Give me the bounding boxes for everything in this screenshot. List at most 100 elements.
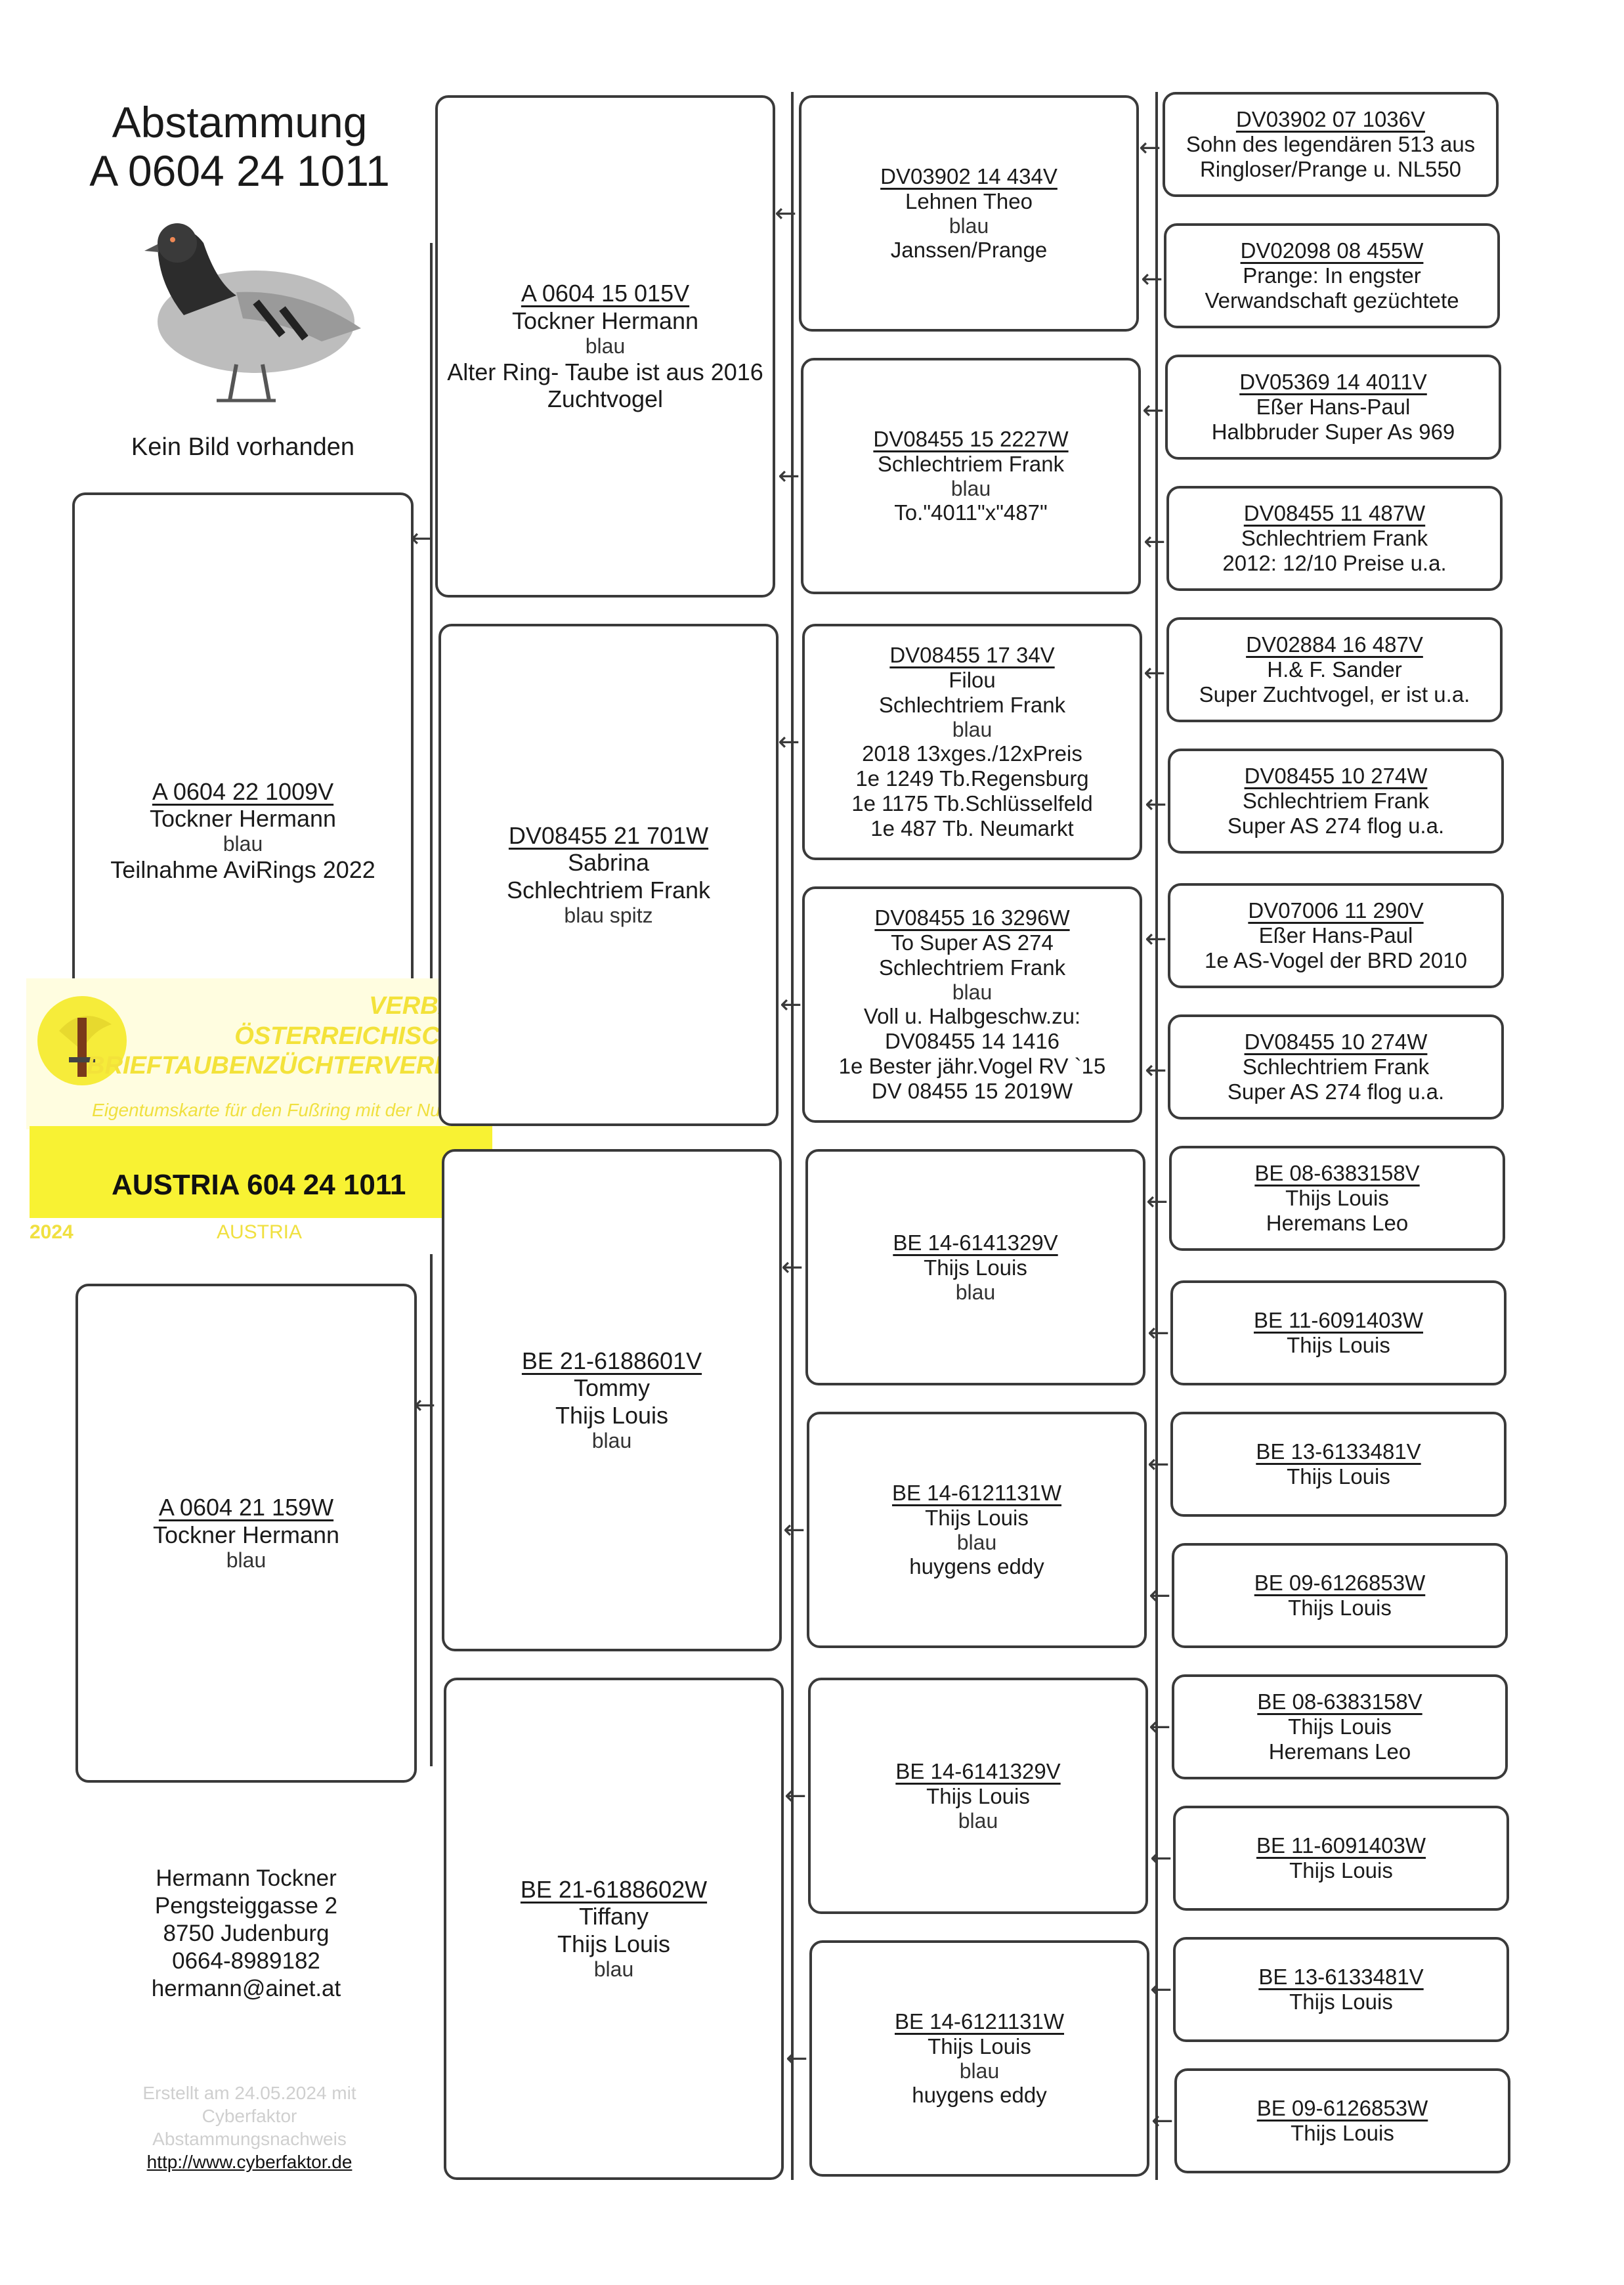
- grandparent-card[interactable]: BE 14-6141329V Thijs Louis blau: [808, 1678, 1148, 1914]
- arrow-left-icon: ←: [1146, 1186, 1168, 1217]
- owner-name: Schlechtriem Frank: [506, 876, 711, 903]
- arrow-left-icon: ←: [1141, 264, 1163, 294]
- parent-card[interactable]: BE 21-6188601V Tommy Thijs Louis blau: [442, 1149, 782, 1651]
- arrow-left-icon: ←: [784, 1781, 807, 1811]
- ancestor-card[interactable]: DV08455 10 274W Schlechtriem Frank Super…: [1168, 1014, 1504, 1120]
- plumage-color: blau: [585, 334, 626, 359]
- note: Thijs Louis: [1285, 1186, 1389, 1211]
- ancestor-card[interactable]: DV05369 14 4011V Eßer Hans-Paul Halbbrud…: [1165, 355, 1501, 460]
- card-ring-number: AUSTRIA 604 24 1011: [112, 1169, 406, 1201]
- arrow-left-icon: ←: [1151, 2106, 1174, 2136]
- parent-card[interactable]: BE 21-6188602W Tiffany Thijs Louis blau: [444, 1678, 784, 2180]
- note: Prange: In engster: [1243, 263, 1421, 288]
- plumage-color: blau spitz: [564, 903, 653, 928]
- owner-name: Schlechtriem Frank: [878, 955, 1066, 980]
- arrow-left-icon: ←: [781, 1252, 803, 1282]
- parent-card[interactable]: A 0604 15 015V Tockner Hermann blau Alte…: [435, 95, 775, 598]
- owner-city: 8750 Judenburg: [163, 1921, 330, 1946]
- note: To."4011"x"487": [894, 500, 1048, 525]
- grandparent-card[interactable]: DV03902 14 434V Lehnen Theo blau Janssen…: [799, 95, 1139, 332]
- note: Thijs Louis: [1289, 1990, 1393, 2014]
- ancestor-card[interactable]: BE 11-6091403W Thijs Louis: [1170, 1280, 1506, 1385]
- note: Teilnahme AviRings 2022: [110, 856, 375, 884]
- grandparent-card[interactable]: BE 14-6121131W Thijs Louis blau huygens …: [807, 1412, 1147, 1648]
- pedigree-title: Abstammung A 0604 24 1011: [66, 98, 414, 196]
- ancestor-card[interactable]: DV02884 16 487V H.& F. Sander Super Zuch…: [1166, 617, 1503, 722]
- plumage-color: blau: [949, 213, 989, 238]
- note: DV08455 14 1416: [884, 1029, 1060, 1054]
- owner-name: Tockner Hermann: [511, 307, 699, 334]
- no-image-caption: Kein Bild vorhanden: [131, 433, 355, 461]
- note: huygens eddy: [909, 1554, 1044, 1579]
- parent-card[interactable]: DV08455 21 701W Sabrina Schlechtriem Fra…: [438, 624, 779, 1126]
- note: Eßer Hans-Paul: [1256, 395, 1411, 420]
- ring-number: BE 21-6188601V: [521, 1347, 702, 1375]
- footer-link[interactable]: http://www.cyberfaktor.de: [146, 2152, 353, 2172]
- grandparent-card[interactable]: DV08455 16 3296W To Super AS 274 Schlech…: [802, 886, 1142, 1123]
- grandparent-card[interactable]: DV08455 15 2227W Schlechtriem Frank blau…: [801, 358, 1141, 594]
- owner-name: Thijs Louis: [555, 1401, 669, 1429]
- arrow-left-icon: ←: [1150, 1843, 1172, 1873]
- dam-card[interactable]: A 0604 21 159W Tockner Hermann blau: [75, 1284, 417, 1783]
- ring-number: BE 14-6121131W: [894, 2009, 1065, 2034]
- ancestor-card[interactable]: DV02098 08 455W Prange: In engster Verwa…: [1164, 223, 1500, 328]
- ring-number: DV07006 11 290V: [1248, 898, 1424, 923]
- ancestor-card[interactable]: BE 13-6133481V Thijs Louis: [1173, 1937, 1509, 2042]
- pigeon-name: Tommy: [574, 1374, 650, 1402]
- ring-number: BE 14-6141329V: [893, 1230, 1058, 1255]
- ancestor-card[interactable]: BE 08-6383158V Thijs Louis Heremans Leo: [1172, 1674, 1508, 1779]
- note: Thijs Louis: [1288, 1596, 1392, 1620]
- note: Eßer Hans-Paul: [1258, 923, 1413, 948]
- ring-number: A 0604 15 015V: [521, 280, 690, 307]
- ancestor-card[interactable]: BE 11-6091403W Thijs Louis: [1173, 1806, 1509, 1911]
- pigeon-icon: [144, 223, 361, 403]
- plumage-color: blau: [593, 1957, 634, 1982]
- arrow-left-icon: ←: [1145, 924, 1167, 954]
- ring-number: BE 13-6133481V: [1258, 1965, 1424, 1990]
- plumage-color: blau: [955, 1280, 996, 1304]
- arrow-left-icon: ←: [414, 1390, 436, 1420]
- ancestor-card[interactable]: BE 09-6126853W Thijs Louis: [1174, 2068, 1510, 2173]
- ancestor-card[interactable]: DV07006 11 290V Eßer Hans-Paul 1e AS-Vog…: [1168, 883, 1504, 988]
- plumage-color: blau: [226, 1548, 267, 1572]
- pigeon-name: Filou: [949, 667, 996, 692]
- footer: Erstellt am 24.05.2024 mit Cyberfaktor A…: [98, 2081, 400, 2173]
- owner-name: Thijs Louis: [926, 1783, 1030, 1808]
- arrow-left-icon: ←: [1150, 1974, 1172, 2005]
- owner-name: Lehnen Theo: [905, 188, 1033, 213]
- note: Schlechtriem Frank: [1241, 526, 1428, 551]
- ancestor-card[interactable]: DV08455 11 487W Schlechtriem Frank 2012:…: [1166, 486, 1503, 591]
- ancestor-card[interactable]: DV08455 10 274W Schlechtriem Frank Super…: [1168, 749, 1504, 854]
- note: Thijs Louis: [1288, 1714, 1392, 1739]
- ring-number: BE 09-6126853W: [1256, 2096, 1428, 2121]
- owner-name: Thijs Louis: [928, 2034, 1031, 2058]
- note: Halbbruder Super As 969: [1211, 419, 1455, 444]
- note: Heremans Leo: [1266, 1210, 1409, 1235]
- owner-name: Tockner Hermann: [152, 1521, 340, 1548]
- arrow-left-icon: ←: [1149, 1580, 1171, 1611]
- ring-number: DV08455 21 701W: [508, 822, 709, 850]
- note: 2012: 12/10 Preise u.a.: [1222, 550, 1447, 575]
- grandparent-card[interactable]: BE 14-6141329V Thijs Louis blau: [805, 1149, 1145, 1385]
- ring-number: BE 13-6133481V: [1256, 1439, 1421, 1464]
- owner-email[interactable]: hermann@ainet.at: [151, 1976, 341, 2001]
- note: huygens eddy: [912, 2083, 1047, 2108]
- note: Schlechtriem Frank: [1242, 1055, 1430, 1079]
- ring-number: DV08455 15 2227W: [873, 426, 1069, 451]
- ancestor-card[interactable]: DV03902 07 1036V Sohn des legendären 513…: [1163, 92, 1499, 197]
- ring-number: DV03902 07 1036V: [1235, 107, 1426, 132]
- grandparent-card[interactable]: BE 14-6121131W Thijs Louis blau huygens …: [809, 1940, 1149, 2177]
- card-year-left: 2024: [30, 1221, 74, 1243]
- ancestor-card[interactable]: BE 08-6383158V Thijs Louis Heremans Leo: [1169, 1146, 1505, 1251]
- ancestor-card[interactable]: BE 13-6133481V Thijs Louis: [1170, 1412, 1506, 1517]
- note: Schlechtriem Frank: [1242, 789, 1430, 814]
- owner-name: Thijs Louis: [557, 1930, 671, 1957]
- note: Sohn des legendären 513 aus: [1186, 132, 1476, 157]
- grandparent-card[interactable]: DV08455 17 34V Filou Schlechtriem Frank …: [802, 624, 1142, 860]
- pigeon-name: Sabrina: [567, 849, 650, 877]
- arrow-left-icon: ←: [778, 727, 800, 757]
- ring-number: BE 11-6091403W: [1253, 1308, 1424, 1333]
- ancestor-card[interactable]: BE 09-6126853W Thijs Louis: [1172, 1543, 1508, 1648]
- owner-name: Thijs Louis: [925, 1505, 1029, 1530]
- owner-phone: 0664-8989182: [172, 1948, 320, 1974]
